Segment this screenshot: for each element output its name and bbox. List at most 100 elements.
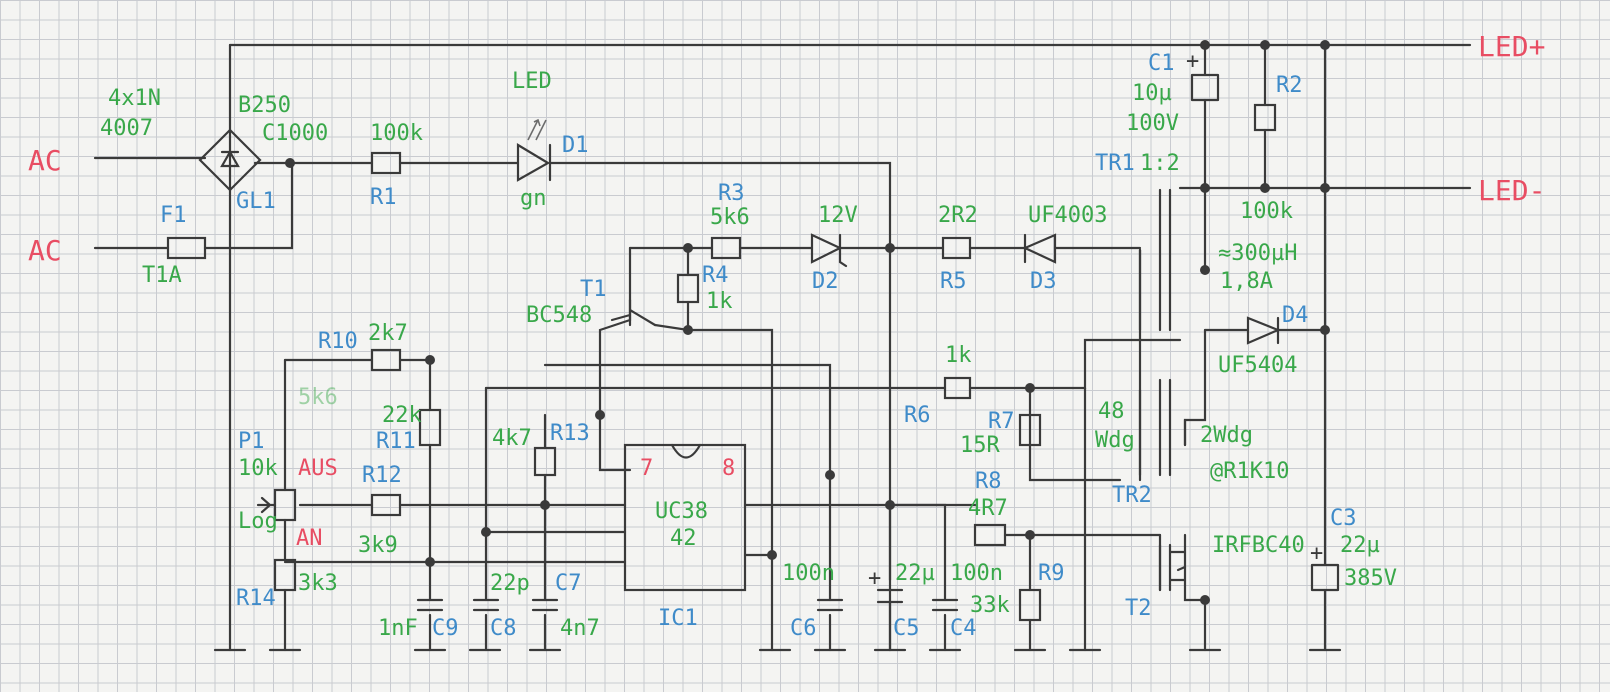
label-d4-type: UF5404 [1218, 353, 1297, 378]
label-tr2: TR2 [1112, 483, 1152, 508]
label-r4-val: 1k [706, 289, 733, 314]
wire-cap-drops [428, 613, 1032, 652]
label-r11: R11 [376, 429, 416, 454]
label-ic1: IC1 [658, 606, 698, 631]
cap-c3 [1310, 563, 1340, 592]
label-d3: D3 [1030, 269, 1057, 294]
resistor-r11 [418, 408, 442, 447]
label-c7: C7 [555, 571, 582, 596]
label-r7-val: 15R [960, 433, 1000, 458]
junction [481, 527, 491, 537]
wire-ac2 [93, 161, 294, 250]
label-c1-volt: 100V [1126, 111, 1179, 136]
junction [425, 557, 435, 567]
junction [1320, 183, 1330, 193]
label-p1-log: Log [238, 509, 278, 534]
bridge-rectifier [198, 128, 262, 192]
label-led-plus: LED+ [1478, 30, 1545, 63]
label-t2: T2 [1125, 596, 1152, 621]
resistor-r2 [1253, 103, 1277, 132]
label-r8-val: 4R7 [968, 496, 1008, 521]
resistor-r13 [533, 446, 557, 477]
label-ic-pin8: 8 [722, 456, 735, 481]
components [166, 73, 1340, 652]
wire-t1-coll [686, 328, 774, 652]
label-r12-val: 3k9 [358, 533, 398, 558]
label-r12: R12 [362, 463, 402, 488]
label-r11-val: 22k [382, 403, 422, 428]
potentiometer-wiper [256, 496, 277, 514]
label-d1: D1 [562, 133, 589, 158]
wire-c5-c4 [888, 503, 947, 602]
junction [767, 550, 777, 560]
polarity-plus-c3: + [1310, 541, 1323, 566]
label-r10: R10 [318, 329, 358, 354]
label-d4: D4 [1282, 303, 1309, 328]
label-r3: R3 [718, 181, 745, 206]
resistor-r3 [710, 236, 742, 260]
resistor-r8 [973, 523, 1007, 547]
label-r13: R13 [550, 421, 590, 446]
label-bridge-parts: 4x1N [108, 86, 161, 111]
wire-r6 [484, 338, 1182, 482]
label-r8: R8 [975, 469, 1002, 494]
resistor-r1 [370, 151, 402, 175]
label-r1-val: 100k [370, 121, 423, 146]
label-t1-type: BC548 [526, 303, 592, 328]
junction [683, 325, 693, 335]
label-r3-val: 5k6 [710, 205, 750, 230]
wires [93, 43, 1472, 652]
label-ac2: AC [28, 234, 62, 267]
label-c4-val: 100n [950, 561, 1003, 586]
label-tr2-wdg1: 48 [1098, 399, 1125, 424]
label-c4: C4 [950, 616, 977, 641]
cap-c9 [416, 598, 444, 612]
cap-c6 [816, 598, 844, 612]
label-r14-val: 3k3 [298, 571, 338, 596]
junction [885, 243, 895, 253]
label-r10-alt: 5k6 [298, 385, 338, 410]
label-an: AN [296, 526, 323, 551]
junction [1320, 325, 1330, 335]
label-r1: R1 [370, 185, 397, 210]
label-r6-val: 1k [945, 343, 972, 368]
junction [1025, 530, 1035, 540]
label-d2: D2 [812, 269, 839, 294]
polarity-plus-c5: + [868, 566, 881, 591]
label-c9-val: 1nF [378, 616, 418, 641]
label-ic-pin7: 7 [640, 456, 653, 481]
label-c5-val: 22µ [895, 561, 935, 586]
label-c3: C3 [1330, 506, 1357, 531]
label-r5-val: 2R2 [938, 203, 978, 228]
label-r13-val: 4k7 [492, 426, 532, 451]
wire-pin8 [543, 363, 832, 602]
label-c9: C9 [432, 616, 459, 641]
resistor-r14 [273, 558, 297, 592]
label-tr1-ratio: 1:2 [1140, 151, 1180, 176]
diode-d4 [1246, 316, 1281, 345]
label-ic-name2: 42 [670, 526, 697, 551]
ic1-body [623, 443, 747, 592]
cap-c1 [1190, 73, 1220, 102]
fuse-f1 [166, 236, 207, 260]
label-r9-val: 33k [970, 593, 1010, 618]
label-c6-val: 100n [782, 561, 835, 586]
label-r4: R4 [702, 263, 729, 288]
junction [1025, 383, 1035, 393]
label-r2-val: 100k [1240, 199, 1293, 224]
wire-rect-out [253, 161, 892, 652]
label-d1-col: gn [520, 186, 547, 211]
junction [425, 355, 435, 365]
resistor-r4 [676, 273, 700, 304]
label-f1: F1 [160, 203, 187, 228]
junction [1200, 183, 1210, 193]
wire-r4 [653, 246, 690, 332]
label-p1-val: 10k [238, 456, 278, 481]
junction [683, 243, 693, 253]
label-bridge-parts2: 4007 [100, 116, 153, 141]
label-t2-type: IRFBC40 [1212, 533, 1305, 558]
cap-c8 [472, 598, 500, 612]
label-c3-volt: 385V [1344, 566, 1397, 591]
